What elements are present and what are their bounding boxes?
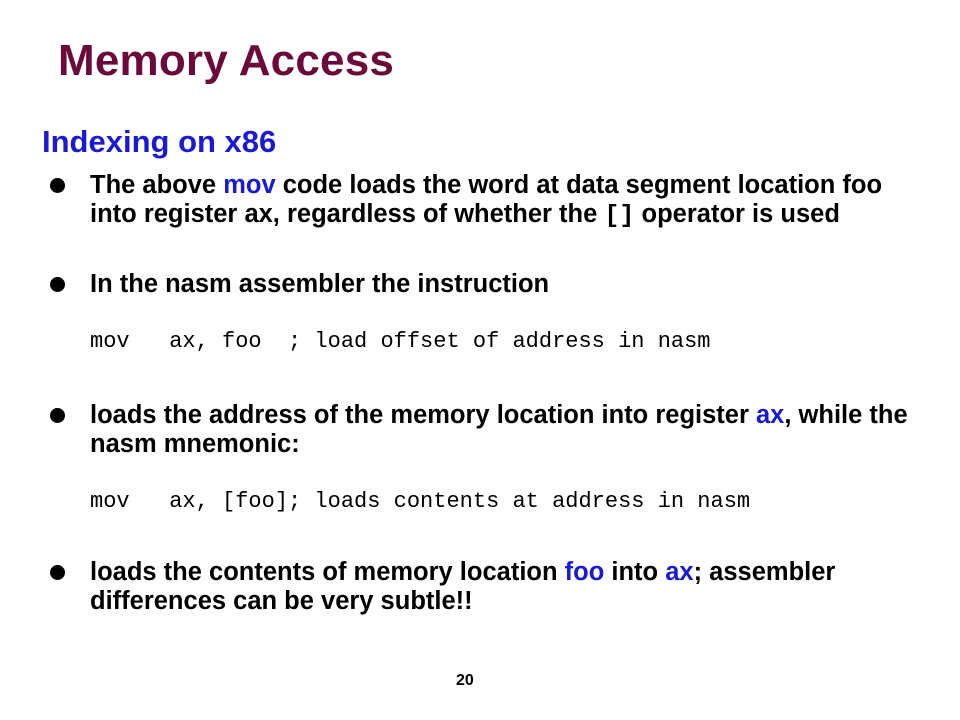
bullet-item: In the nasm assembler the instruction <box>50 270 910 299</box>
page-number: 20 <box>456 672 474 689</box>
bullet-dot-icon <box>50 565 65 580</box>
bullet-text: into <box>604 558 666 586</box>
code-line: mov ax, [foo]; loads contents at address… <box>90 489 751 514</box>
highlight-ax: ax <box>665 558 694 586</box>
bullet-text: , while the nasm mnemonic: <box>90 401 908 458</box>
bullet-text: loads the address of the memory location… <box>90 401 756 429</box>
slide-subtitle: Indexing on x86 <box>42 124 277 159</box>
bullet-text: ; assembler differences can be very subt… <box>90 558 836 615</box>
highlight-ax: ax <box>755 401 785 429</box>
slide-title: Memory Access <box>58 36 395 85</box>
highlight-foo: foo <box>564 558 605 586</box>
bullet-item: loads the contents of memory location fo… <box>50 558 910 616</box>
bullet-text: The above <box>90 171 224 199</box>
inline-code-brackets: [] <box>604 201 635 230</box>
bullet-text: loads the contents of memory location <box>90 558 565 586</box>
bullet-dot-icon <box>50 408 65 423</box>
bullet-item: The above mov code loads the word at dat… <box>50 171 910 230</box>
bullet-item: loads the address of the memory location… <box>50 401 910 459</box>
bullet-text: operator is used <box>634 200 840 228</box>
bullet-dot-icon <box>50 178 65 193</box>
bullet-dot-icon <box>50 277 65 292</box>
code-line: mov ax, foo ; load offset of address in … <box>90 329 711 354</box>
bullet-text: code loads the word at data segment loca… <box>90 171 883 228</box>
bullet-text: In the nasm assembler the instruction <box>90 270 550 298</box>
highlight-mov: mov <box>223 171 276 199</box>
